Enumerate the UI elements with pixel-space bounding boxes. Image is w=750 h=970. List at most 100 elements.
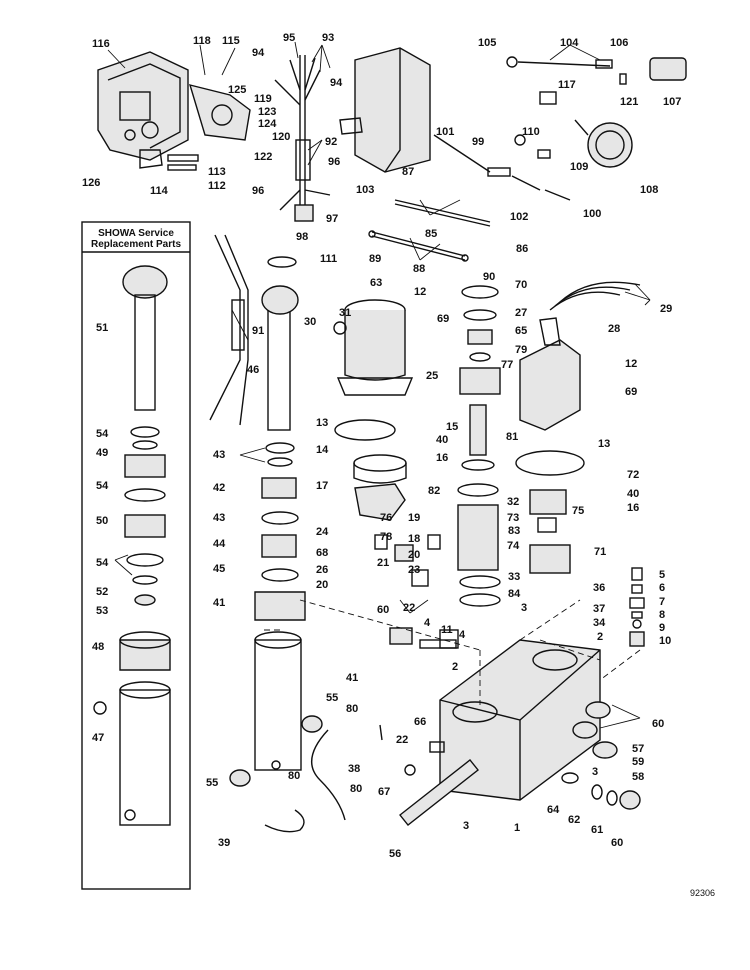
showa-panel: SHOWA Service Replacement Parts xyxy=(81,221,191,890)
label-48: 48 xyxy=(92,641,104,653)
label-94-right: 94 xyxy=(330,77,343,89)
label-12-center: 12 xyxy=(414,286,426,298)
label-95: 95 xyxy=(283,32,295,44)
label-32: 32 xyxy=(507,496,519,508)
label-86: 86 xyxy=(516,243,528,255)
label-79: 79 xyxy=(515,344,527,356)
label-54-mid: 54 xyxy=(96,480,109,492)
label-97: 97 xyxy=(326,213,338,225)
large-o-ring xyxy=(515,450,585,476)
label-50: 50 xyxy=(96,515,108,527)
label-83: 83 xyxy=(508,525,520,537)
label-102: 102 xyxy=(510,211,528,223)
label-85: 85 xyxy=(425,228,437,240)
label-37: 37 xyxy=(593,603,605,615)
label-72: 72 xyxy=(627,469,639,481)
label-65: 65 xyxy=(515,325,527,337)
label-3-low: 3 xyxy=(463,820,469,832)
tilt-cylinder-showa xyxy=(93,265,171,826)
pump-motor xyxy=(333,299,414,396)
right-valve-parts xyxy=(529,489,571,574)
label-111: 111 xyxy=(320,253,337,265)
panel-title-line1: SHOWA Service xyxy=(98,228,174,239)
valve-stack xyxy=(457,285,501,607)
label-46: 46 xyxy=(247,364,259,376)
label-113: 113 xyxy=(208,166,226,178)
relay-housing xyxy=(97,51,251,171)
document-number: 92306 xyxy=(690,888,715,898)
label-40-center: 40 xyxy=(436,434,448,446)
label-10: 10 xyxy=(659,635,671,647)
label-22-center: 22 xyxy=(403,602,415,614)
label-52: 52 xyxy=(96,586,108,598)
cables xyxy=(368,134,571,262)
label-76: 76 xyxy=(380,512,392,524)
label-90: 90 xyxy=(483,271,495,283)
bushings xyxy=(229,715,323,787)
label-12-right: 12 xyxy=(625,358,637,370)
label-91: 91 xyxy=(252,325,264,337)
label-56: 56 xyxy=(389,848,401,860)
label-94-left: 94 xyxy=(252,47,265,59)
label-78: 78 xyxy=(380,531,392,543)
label-3-top: 3 xyxy=(521,602,527,614)
label-44: 44 xyxy=(213,538,226,550)
label-88: 88 xyxy=(413,263,425,275)
label-105: 105 xyxy=(478,37,496,49)
label-3-right: 3 xyxy=(592,766,598,778)
label-104: 104 xyxy=(560,37,579,49)
label-21: 21 xyxy=(377,557,389,569)
right-fittings xyxy=(561,701,641,810)
label-115: 115 xyxy=(222,35,240,47)
label-16-right: 16 xyxy=(627,502,639,514)
label-14: 14 xyxy=(316,444,329,456)
panel-title-line2: Replacement Parts xyxy=(91,239,181,250)
label-28: 28 xyxy=(608,323,620,335)
label-117: 117 xyxy=(558,79,576,91)
label-8: 8 xyxy=(659,609,665,621)
label-13-left: 13 xyxy=(316,417,328,429)
label-110: 110 xyxy=(522,126,540,138)
label-101: 101 xyxy=(436,126,454,138)
label-92: 92 xyxy=(325,136,337,148)
label-116: 116 xyxy=(92,38,110,50)
tilt-cylinder-center xyxy=(254,285,306,771)
label-74: 74 xyxy=(507,540,520,552)
label-114: 114 xyxy=(150,185,169,197)
label-15: 15 xyxy=(446,421,458,433)
label-55-top: 55 xyxy=(326,692,338,704)
label-30: 30 xyxy=(304,316,316,328)
label-75: 75 xyxy=(572,505,584,517)
label-60-low: 60 xyxy=(611,837,623,849)
label-84: 84 xyxy=(508,588,521,600)
label-18: 18 xyxy=(408,533,420,545)
label-67: 67 xyxy=(378,786,390,798)
label-55-low: 55 xyxy=(206,777,218,789)
label-121: 121 xyxy=(620,96,638,108)
label-26: 26 xyxy=(316,564,328,576)
pin xyxy=(399,759,479,826)
label-41-left: 41 xyxy=(213,597,225,609)
label-5: 5 xyxy=(659,569,665,581)
label-11: 11 xyxy=(441,624,453,636)
label-119: 119 xyxy=(254,93,272,105)
label-41-center: 41 xyxy=(346,672,358,684)
label-58: 58 xyxy=(632,771,644,783)
label-108: 108 xyxy=(640,184,658,196)
label-25: 25 xyxy=(426,370,438,382)
label-120: 120 xyxy=(272,131,290,143)
label-9: 9 xyxy=(659,622,665,634)
label-24: 24 xyxy=(316,526,329,538)
label-77: 77 xyxy=(501,359,513,371)
right-motor xyxy=(519,281,641,431)
label-13-right: 13 xyxy=(598,438,610,450)
wiring-harness xyxy=(274,55,331,222)
label-103: 103 xyxy=(356,184,374,196)
label-45: 45 xyxy=(213,563,225,575)
label-34: 34 xyxy=(593,617,606,629)
label-53: 53 xyxy=(96,605,108,617)
label-59: 59 xyxy=(632,756,644,768)
label-122: 122 xyxy=(254,151,272,163)
label-4-right: 4 xyxy=(459,629,466,641)
label-93: 93 xyxy=(322,32,334,44)
